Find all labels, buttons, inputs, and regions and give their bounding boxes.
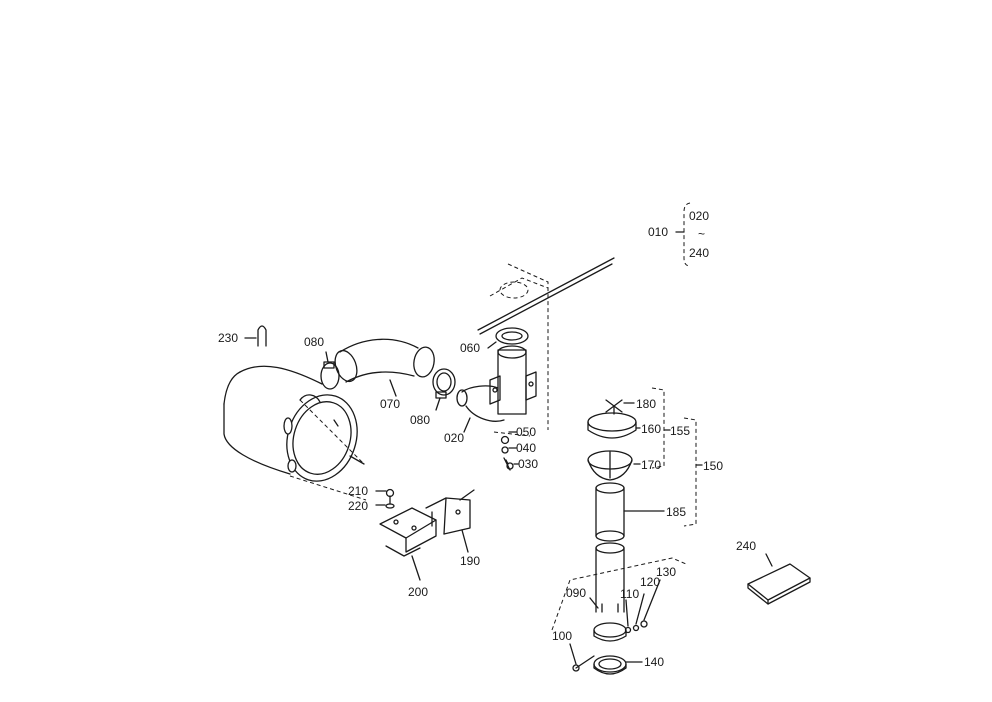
label-190: 190 (460, 554, 480, 568)
part-labels: 010 020 ~ 240 230 080 070 080 020 060 05… (218, 209, 756, 669)
label-220: 220 (348, 499, 368, 513)
part-190-bracket (425, 489, 475, 553)
part-020-elbow (456, 345, 537, 433)
label-040: 040 (516, 441, 536, 455)
label-100: 100 (552, 629, 572, 643)
label-185: 185 (666, 505, 686, 519)
parts-210-220-bolt (375, 488, 395, 509)
label-010-range-tilde: ~ (698, 227, 705, 241)
label-020: 020 (444, 431, 464, 445)
part-080-clamp-right (432, 368, 456, 411)
parts-030-050-hardware (500, 431, 519, 471)
label-010-range-end: 240 (689, 246, 709, 260)
part-240-manual (747, 553, 811, 605)
part-170-bowl (587, 450, 641, 481)
label-080-a: 080 (304, 335, 324, 349)
label-060: 060 (460, 341, 480, 355)
label-010: 010 (648, 225, 668, 239)
label-210: 210 (348, 484, 368, 498)
label-110: 110 (620, 587, 639, 601)
part-090-pipe (551, 542, 687, 642)
part-200-bracket (379, 507, 437, 581)
part-060-gasket (487, 327, 529, 349)
part-080-clamp-left (320, 351, 340, 390)
label-240: 240 (736, 539, 756, 553)
index-bracket-010 (675, 202, 691, 267)
label-230: 230 (218, 331, 238, 345)
label-130: 130 (656, 565, 676, 579)
part-100-screw (569, 643, 595, 672)
part-140-ring (593, 655, 643, 675)
engine-mount-reference (477, 257, 615, 437)
label-160: 160 (641, 422, 661, 436)
part-185-tube (595, 482, 665, 542)
label-090: 090 (566, 586, 586, 600)
brackets-150-155 (651, 387, 703, 527)
label-155: 155 (670, 424, 690, 438)
part-180-wing-nut (605, 399, 635, 415)
part-160-cover (587, 412, 641, 439)
label-150: 150 (703, 459, 723, 473)
label-010-range-start: 020 (689, 209, 709, 223)
label-080-b: 080 (410, 413, 430, 427)
label-120: 120 (640, 575, 660, 589)
part-070-hose (334, 338, 435, 397)
label-140: 140 (644, 655, 664, 669)
part-230-hook (244, 325, 267, 347)
label-050: 050 (516, 425, 536, 439)
label-200: 200 (408, 585, 428, 599)
label-180: 180 (636, 397, 656, 411)
parts-110-130-hardware (624, 579, 661, 634)
label-030: 030 (518, 457, 538, 471)
label-070: 070 (380, 397, 400, 411)
label-170: 170 (641, 458, 661, 472)
air-cleaner-assembly (223, 365, 367, 501)
